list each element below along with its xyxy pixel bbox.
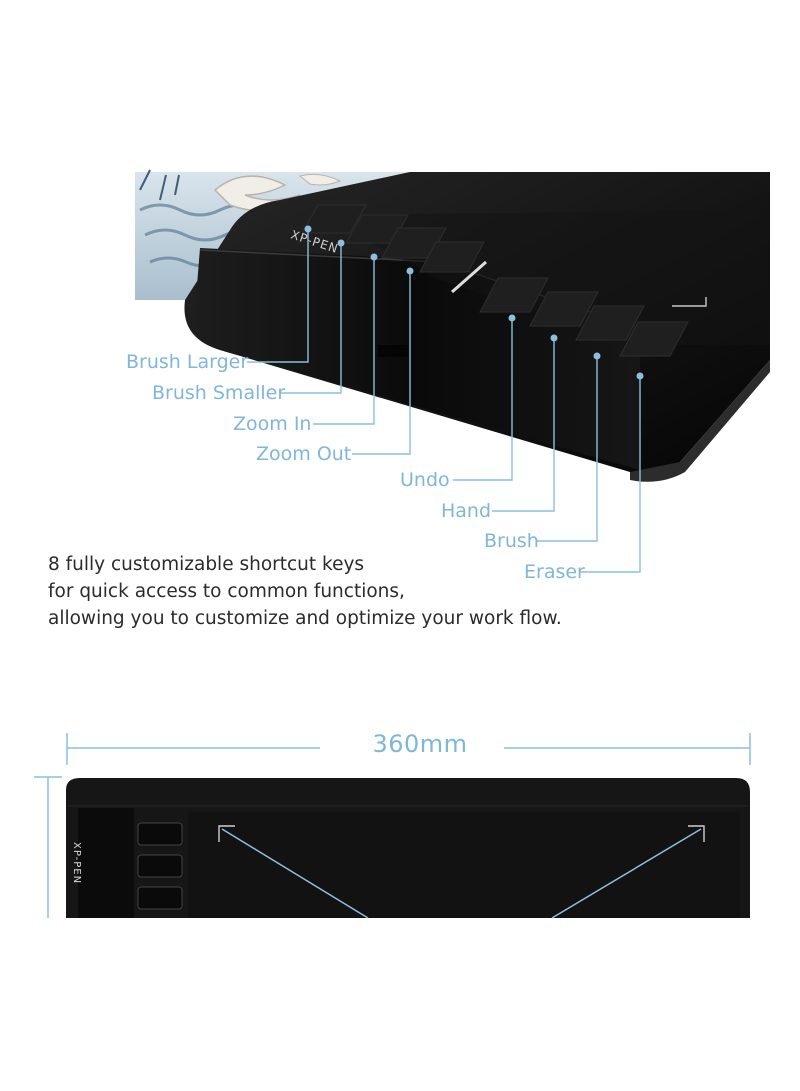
callout-brush: Brush	[484, 530, 539, 552]
callout-leader-lines	[247, 229, 641, 520]
feature-description: 8 fully customizable shortcut keys for q…	[48, 551, 668, 632]
callout-hand: Hand	[441, 500, 492, 522]
tablet-active-area	[188, 812, 740, 918]
width-dimension-line	[66, 733, 751, 765]
callout-eraser: Eraser	[524, 561, 585, 583]
description-line-2: for quick access to common functions,	[48, 581, 405, 602]
tablet-perspective-illustration: XP-PEN	[135, 169, 770, 520]
tablet-top-view-illustration	[34, 733, 751, 919]
side-express-keys	[137, 822, 183, 910]
active-area-corner-marks	[218, 825, 705, 842]
express-keys	[301, 204, 689, 357]
width-dimension-label: 360mm	[372, 730, 468, 758]
callout-leader-dots	[304, 225, 644, 380]
description-line-3: allowing you to customize and optimize y…	[48, 608, 562, 629]
callout-zoom-in: Zoom In	[233, 413, 312, 435]
tablet-side-panel	[78, 808, 134, 918]
callout-zoom-out: Zoom Out	[256, 443, 352, 465]
callout-leader-lines-lower	[536, 520, 641, 573]
side-brand-logo: XP-PEN	[71, 842, 82, 885]
active-area-diagonals	[221, 828, 702, 919]
callout-brush-larger: Brush Larger	[126, 351, 249, 373]
height-dimension-line	[34, 776, 62, 918]
description-line-1: 8 fully customizable shortcut keys	[48, 554, 365, 575]
callout-undo: Undo	[400, 469, 450, 491]
callout-brush-smaller: Brush Smaller	[152, 382, 286, 404]
